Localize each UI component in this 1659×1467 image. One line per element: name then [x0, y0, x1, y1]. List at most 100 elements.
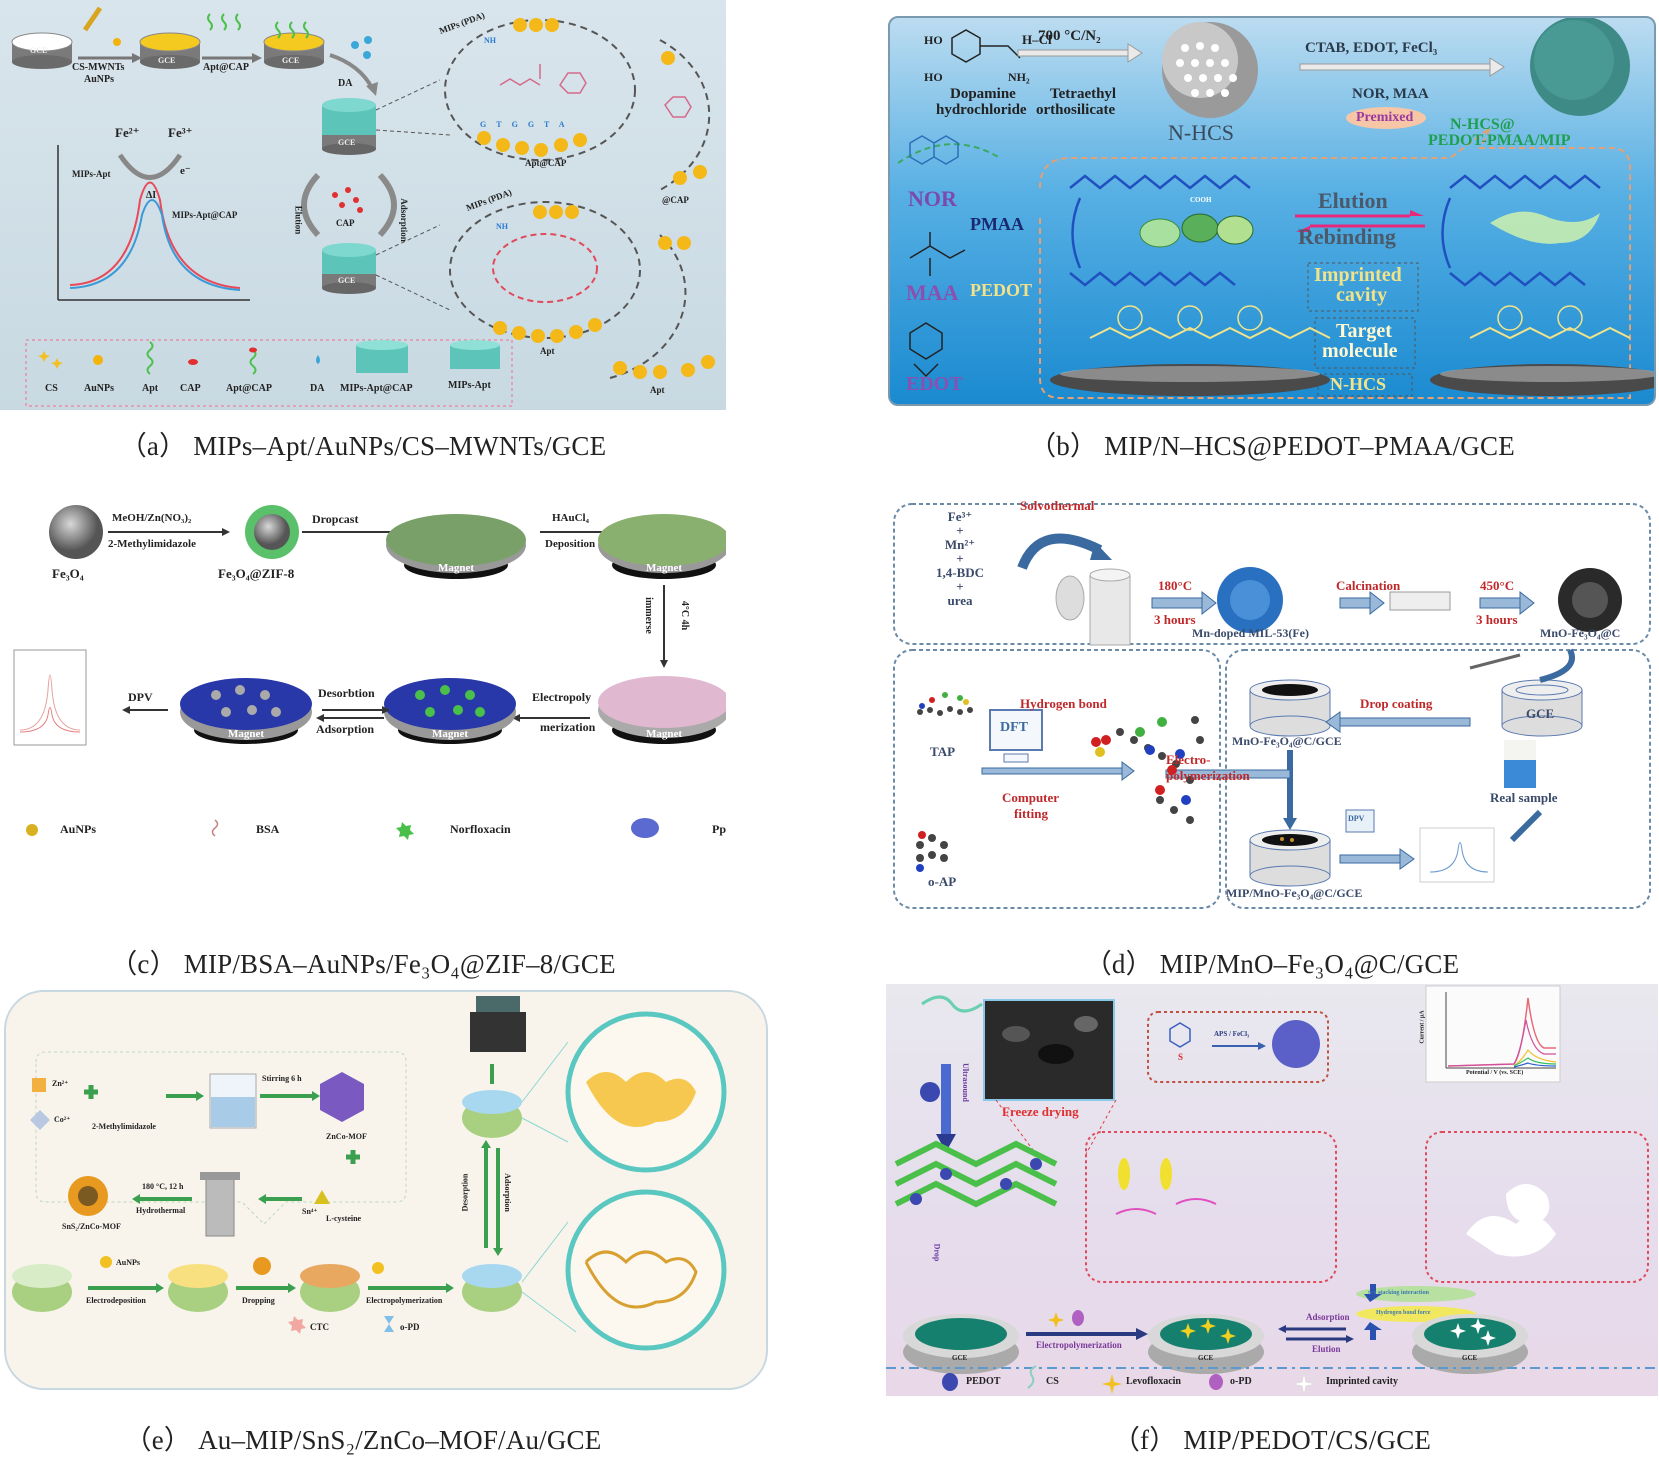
- pedot-label: PEDOT: [970, 280, 1033, 300]
- sn-triangle-icon: [314, 1190, 330, 1204]
- bubble-partial-cap-label: @CAP: [662, 195, 689, 205]
- panel-d-graphics: [893, 503, 1651, 909]
- tap-label: TAP: [930, 744, 956, 759]
- legend-cs-icon: [1027, 1365, 1037, 1389]
- legend-norfloxacin: Norfloxacin: [450, 822, 511, 836]
- hours-1-label: 3 hours: [1154, 612, 1196, 627]
- gce-disk-3: [1412, 1314, 1528, 1374]
- caption-e: （e） Au–MIP/SnS₂/ZnCo–MOF/Au/GCE: [124, 1425, 602, 1455]
- legend-cap: CAP: [180, 383, 201, 394]
- mil53-sphere-icon: [1217, 567, 1283, 633]
- nhcs-sphere-icon: [1162, 22, 1258, 118]
- legend-levofloxacin: Levofloxacin: [1126, 1376, 1181, 1387]
- condition-ctab: CTAB, EDOT, FeCl₃: [1305, 40, 1438, 56]
- freeze-drying-label: Freeze drying: [1002, 1104, 1079, 1119]
- magnet-platform-4: [384, 678, 516, 744]
- s-label: S: [1178, 1052, 1184, 1062]
- magnet-label-3: Magnet: [646, 728, 683, 740]
- hydrothermal-label: Hydrothermal: [136, 1206, 186, 1215]
- legend-ppy: Ppy: [712, 822, 726, 836]
- panel-a-graphics: [11, 6, 715, 407]
- fe3o4-sphere-icon: [49, 505, 103, 559]
- cond-meoh: MeOH/Zn(NO₃)₂: [112, 512, 192, 524]
- fe3o4-label: Fe₃O₄: [52, 566, 84, 581]
- desorption-label: Desorbtion: [318, 686, 375, 700]
- panel-e: Zn²⁺ Co²⁺ 2-Methylimidazole Stirring 6 h…: [4, 990, 768, 1390]
- gce-label-3: GCE: [1462, 1354, 1478, 1362]
- legend-apt-cap-icon: [249, 349, 257, 375]
- legend-cs-icon: [38, 351, 63, 369]
- product-label-1: N-HCS@: [1450, 116, 1515, 133]
- legend-pedot-icon: [942, 1373, 958, 1391]
- electron-label: e⁻: [180, 165, 191, 177]
- fe2-label: Fe²⁺: [115, 125, 140, 140]
- adsorption-label: Adsorption: [1306, 1312, 1350, 1322]
- electropoly-label: Electropolymerization: [366, 1296, 443, 1305]
- curve-label-mips-apt-cap: MIPs-Apt@CAP: [172, 210, 238, 220]
- cysteine-label: L-cysteine: [326, 1214, 362, 1223]
- adsorption-label: Adsorption: [398, 198, 409, 242]
- co-diamond-icon: [30, 1110, 50, 1130]
- gce-apt-disk: [263, 21, 325, 69]
- fitting-label-2: fitting: [1014, 806, 1048, 821]
- legend-aunps: AuNPs: [84, 383, 115, 394]
- hours-2-label: 3 hours: [1476, 612, 1518, 627]
- gce-label-5: GCE: [338, 276, 356, 285]
- magnet-label-4: Magnet: [432, 728, 469, 740]
- legend-mips-apt-cap: MIPs-Apt@CAP: [340, 383, 413, 394]
- arrow-1: [1017, 43, 1143, 63]
- panel-c: Fe₃O₄ MeOH/Zn(NO₃)₂ 2-Methylimidazole Fe…: [0, 490, 726, 890]
- target-label-2: molecule: [1322, 340, 1398, 362]
- mim-label: 2-Methylimidazole: [92, 1122, 156, 1131]
- nor-label: NOR: [908, 186, 957, 211]
- mil53-label: Mn-doped MIL-53(Fe): [1192, 626, 1309, 640]
- edot-label: EDOT: [906, 373, 963, 395]
- nhcs-bottom-label: N-HCS: [1330, 374, 1387, 394]
- base-labels-top: GTGGTA: [480, 120, 575, 129]
- bubble-apt-label: Apt: [540, 346, 555, 356]
- chart-xlabel: Potential / V (vs. SCE): [1466, 1070, 1524, 1076]
- oap-label: o-AP: [928, 874, 957, 889]
- legend-cap-icon: [188, 359, 198, 365]
- magnet-label-2: Magnet: [646, 562, 683, 574]
- caption-c: （c） MIP/BSA–AuNPs/Fe₃O₄@ZIF–8/GCE: [110, 949, 616, 979]
- bubble-apt-label-2: Apt: [650, 385, 665, 395]
- step-apt-cap: Apt@CAP: [203, 62, 249, 73]
- legend-bsa: BSA: [256, 822, 280, 836]
- reagent-mn2: Mn²⁺: [944, 537, 976, 552]
- real-sample-label: Real sample: [1490, 790, 1558, 805]
- gce-label-2: GCE: [1198, 1354, 1214, 1362]
- reagent-plus: +: [956, 579, 964, 594]
- stacking-label: π-π stacking interaction: [1368, 1290, 1429, 1296]
- teos-label-2: orthosilicate: [1036, 102, 1116, 118]
- mno-gce-label: MnO-Fe₃O₄@C/GCE: [1232, 734, 1342, 748]
- autoclave-icon: [200, 1172, 240, 1237]
- gce-cylinder-icon: [1501, 679, 1583, 737]
- electropoly-label-2: merization: [540, 720, 596, 734]
- panel-c-graphics: [13, 505, 726, 840]
- bubble-apt-cap-label: Apt@CAP: [525, 158, 567, 168]
- drop-label: Drop: [932, 1243, 942, 1262]
- hbond-label: Hydrogen bond: [1020, 696, 1107, 711]
- cooh-label: COOH: [1190, 196, 1212, 204]
- magnet-label-5: Magnet: [228, 728, 265, 740]
- dpv-chart: [1425, 985, 1561, 1083]
- reagent-plus: +: [956, 523, 964, 538]
- product-sphere-icon: [1530, 18, 1630, 116]
- stirring-label: Stirring 6 h: [262, 1074, 302, 1083]
- legend-da: DA: [310, 383, 325, 394]
- adsorption-label: Adsorption: [316, 722, 375, 736]
- step-da: DA: [338, 78, 353, 89]
- reagent-list: Fe³⁺ + Mn²⁺ + 1,4-BDC + urea: [930, 510, 990, 608]
- legend-aunps: AuNPs: [60, 822, 97, 836]
- gce-label-3: GCE: [282, 56, 300, 65]
- sns2-label: SnS₂/ZnCo-MOF: [62, 1222, 121, 1231]
- base-label: G: [527, 120, 545, 129]
- legend-da-icon: [316, 355, 320, 364]
- desorption-label: Desorption: [460, 1173, 470, 1212]
- pedot-cs-mesh: [894, 1140, 1058, 1208]
- hydrochloride-label: hydrochloride: [936, 102, 1027, 118]
- temp-label: 4°C 4h: [679, 600, 691, 631]
- legend-apt: Apt: [142, 383, 159, 394]
- dpv-label: DPV: [1348, 814, 1365, 823]
